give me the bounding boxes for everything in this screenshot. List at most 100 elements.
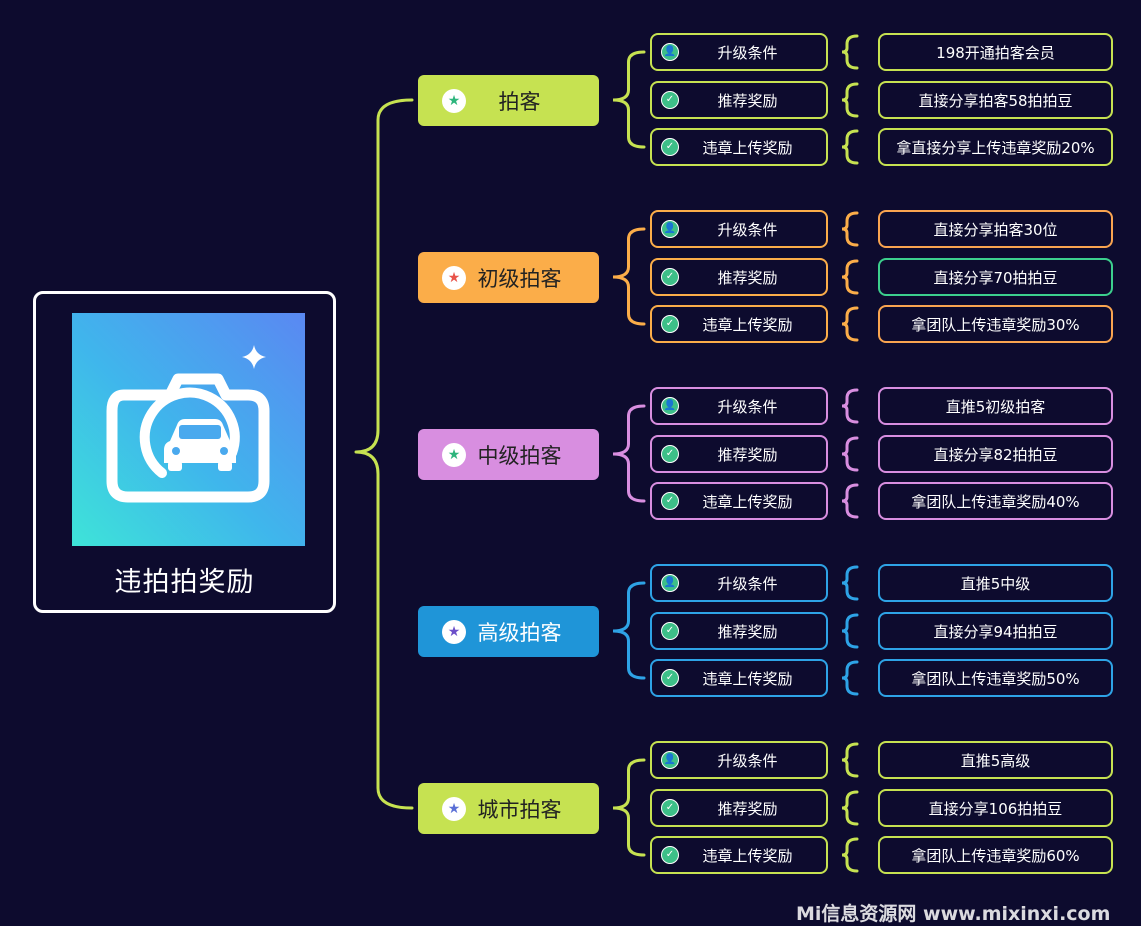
user-icon: 👤 bbox=[661, 43, 679, 61]
user-icon: 👤 bbox=[661, 397, 679, 415]
level-node-3: ★ 中级拍客 bbox=[418, 429, 599, 480]
check-icon: ✓ bbox=[661, 799, 679, 817]
attribute-label: 违章上传奖励 bbox=[702, 138, 793, 157]
attribute-label: 升级条件 bbox=[717, 43, 778, 62]
attribute-label: 推荐奖励 bbox=[717, 622, 778, 641]
user-icon: 👤 bbox=[661, 574, 679, 592]
check-icon: ✓ bbox=[661, 846, 679, 864]
value-box: 直接分享82拍拍豆 bbox=[878, 435, 1113, 473]
camera-car-icon bbox=[106, 345, 270, 503]
level-brace bbox=[612, 581, 646, 680]
value-box: 直推5中级 bbox=[878, 564, 1113, 602]
level-node-5: ★ 城市拍客 bbox=[418, 783, 599, 834]
value-box: 直接分享拍客58拍拍豆 bbox=[878, 81, 1113, 119]
attribute-box: ✓ 违章上传奖励 bbox=[650, 659, 828, 697]
value-box: 直接分享拍客30位 bbox=[878, 210, 1113, 248]
attribute-box: ✓ 违章上传奖励 bbox=[650, 305, 828, 343]
value-box: 直接分享106拍拍豆 bbox=[878, 789, 1113, 827]
level-label: 初级拍客 bbox=[477, 266, 562, 291]
attribute-box: ✓ 违章上传奖励 bbox=[650, 482, 828, 520]
level-node-2: ★ 初级拍客 bbox=[418, 252, 599, 303]
level-node-1: ★ 拍客 bbox=[418, 75, 599, 126]
row-brace bbox=[841, 259, 859, 295]
root-node: 违拍拍奖励 bbox=[33, 291, 336, 613]
attribute-box: ✓ 推荐奖励 bbox=[650, 789, 828, 827]
row-brace bbox=[841, 790, 859, 826]
row-brace bbox=[841, 660, 859, 696]
attribute-box: 👤 升级条件 bbox=[650, 741, 828, 779]
check-icon: ✓ bbox=[661, 622, 679, 640]
row-brace bbox=[841, 742, 859, 778]
attribute-label: 升级条件 bbox=[717, 574, 778, 593]
row-brace bbox=[841, 306, 859, 342]
row-brace bbox=[841, 34, 859, 70]
star-icon: ★ bbox=[442, 619, 466, 644]
attribute-box: ✓ 推荐奖励 bbox=[650, 435, 828, 473]
attribute-label: 违章上传奖励 bbox=[702, 315, 793, 334]
check-icon: ✓ bbox=[661, 138, 679, 156]
row-brace bbox=[841, 565, 859, 601]
row-brace bbox=[841, 82, 859, 118]
level-brace bbox=[612, 404, 646, 503]
row-brace bbox=[841, 436, 859, 472]
attribute-box: ✓ 推荐奖励 bbox=[650, 81, 828, 119]
star-icon: ★ bbox=[442, 88, 466, 113]
attribute-label: 推荐奖励 bbox=[717, 799, 778, 818]
level-brace bbox=[612, 227, 646, 326]
main-brace bbox=[354, 98, 414, 810]
value-box: 拿直接分享上传违章奖励20% bbox=[878, 128, 1113, 166]
value-box: 直推5高级 bbox=[878, 741, 1113, 779]
check-icon: ✓ bbox=[661, 445, 679, 463]
check-icon: ✓ bbox=[661, 315, 679, 333]
attribute-label: 升级条件 bbox=[717, 220, 778, 239]
value-box: 拿团队上传违章奖励30% bbox=[878, 305, 1113, 343]
level-label: 城市拍客 bbox=[477, 797, 562, 822]
row-brace bbox=[841, 613, 859, 649]
user-icon: 👤 bbox=[661, 220, 679, 238]
star-icon: ★ bbox=[442, 442, 466, 467]
attribute-box: ✓ 违章上传奖励 bbox=[650, 128, 828, 166]
value-box: 拿团队上传违章奖励50% bbox=[878, 659, 1113, 697]
check-icon: ✓ bbox=[661, 268, 679, 286]
attribute-box: ✓ 推荐奖励 bbox=[650, 258, 828, 296]
star-icon: ★ bbox=[442, 796, 466, 821]
value-box: 直接分享70拍拍豆 bbox=[878, 258, 1113, 296]
attribute-label: 违章上传奖励 bbox=[702, 669, 793, 688]
level-label: 高级拍客 bbox=[477, 620, 562, 645]
row-brace bbox=[841, 483, 859, 519]
attribute-box: 👤 升级条件 bbox=[650, 210, 828, 248]
row-brace bbox=[841, 129, 859, 165]
attribute-box: 👤 升级条件 bbox=[650, 564, 828, 602]
user-icon: 👤 bbox=[661, 751, 679, 769]
check-icon: ✓ bbox=[661, 492, 679, 510]
attribute-box: ✓ 违章上传奖励 bbox=[650, 836, 828, 874]
row-brace bbox=[841, 837, 859, 873]
attribute-label: 违章上传奖励 bbox=[702, 492, 793, 511]
attribute-box: 👤 升级条件 bbox=[650, 33, 828, 71]
attribute-label: 升级条件 bbox=[717, 397, 778, 416]
level-node-4: ★ 高级拍客 bbox=[418, 606, 599, 657]
level-brace bbox=[612, 50, 646, 149]
attribute-label: 推荐奖励 bbox=[717, 91, 778, 110]
root-title: 违拍拍奖励 bbox=[114, 567, 255, 598]
attribute-box: 👤 升级条件 bbox=[650, 387, 828, 425]
value-box: 拿团队上传违章奖励40% bbox=[878, 482, 1113, 520]
attribute-label: 升级条件 bbox=[717, 751, 778, 770]
app-logo bbox=[72, 313, 305, 546]
row-brace bbox=[841, 211, 859, 247]
level-label: 中级拍客 bbox=[477, 443, 562, 468]
attribute-label: 推荐奖励 bbox=[717, 268, 778, 287]
value-box: 直推5初级拍客 bbox=[878, 387, 1113, 425]
check-icon: ✓ bbox=[661, 91, 679, 109]
attribute-label: 违章上传奖励 bbox=[702, 846, 793, 865]
level-label: 拍客 bbox=[498, 89, 541, 114]
check-icon: ✓ bbox=[661, 669, 679, 687]
watermark: Mi信息资源网 www.mixinxi.com bbox=[796, 903, 1111, 925]
attribute-label: 推荐奖励 bbox=[717, 445, 778, 464]
value-box: 198开通拍客会员 bbox=[878, 33, 1113, 71]
star-icon: ★ bbox=[442, 265, 466, 290]
value-box: 直接分享94拍拍豆 bbox=[878, 612, 1113, 650]
attribute-box: ✓ 推荐奖励 bbox=[650, 612, 828, 650]
row-brace bbox=[841, 388, 859, 424]
